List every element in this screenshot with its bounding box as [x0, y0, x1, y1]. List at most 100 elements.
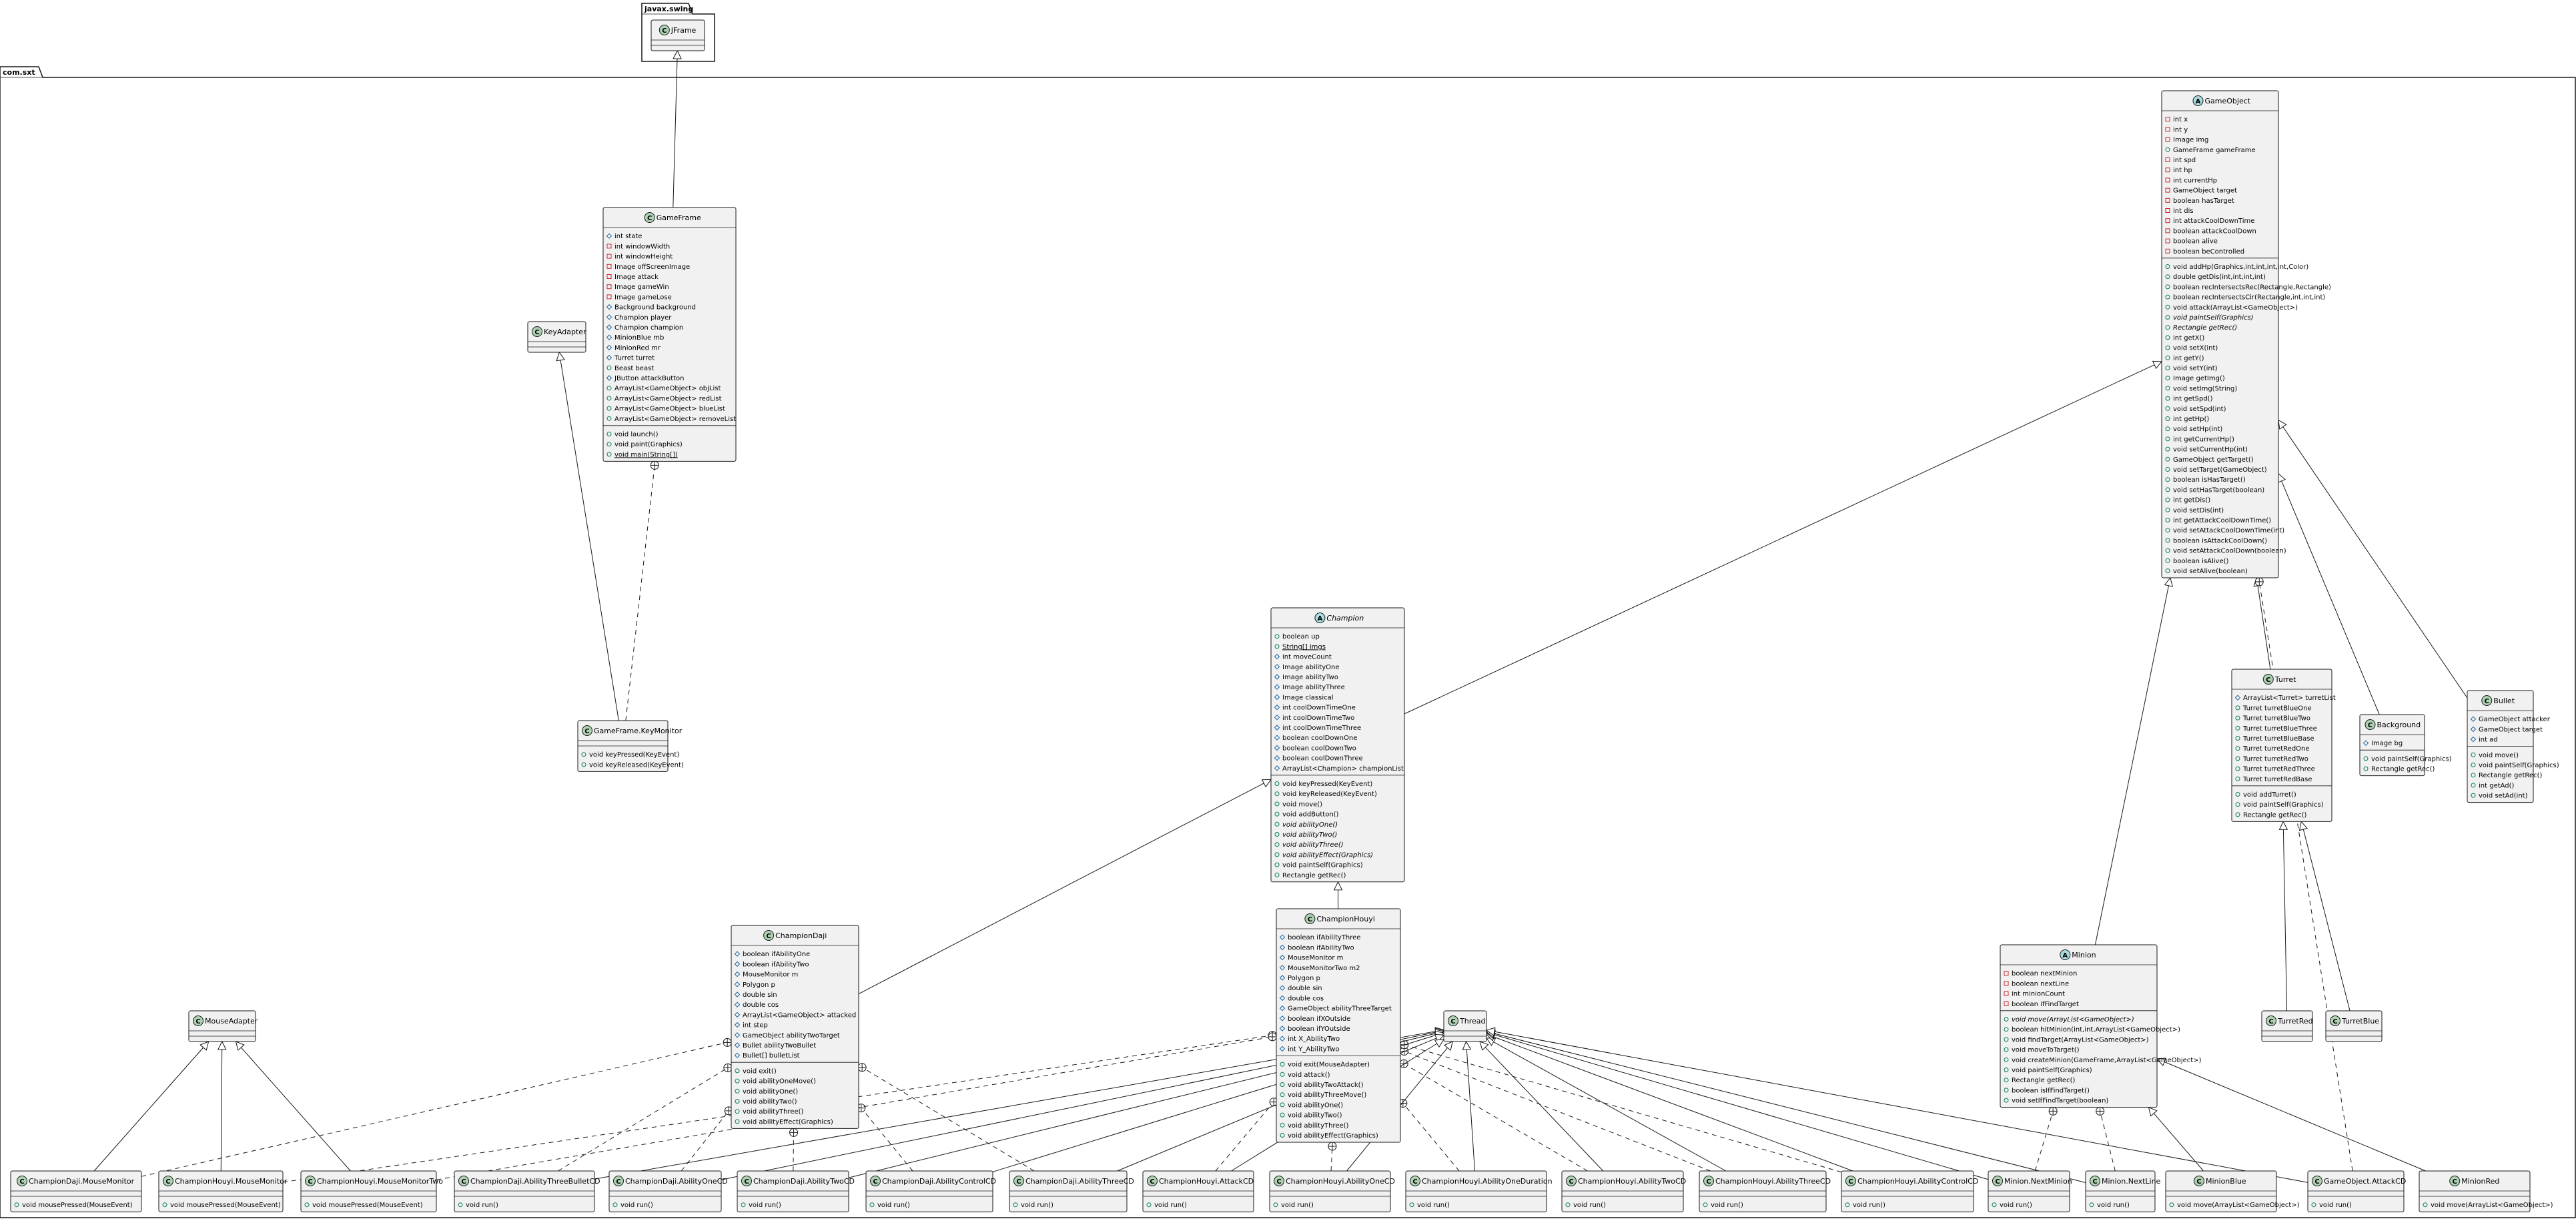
class-badge-icon: C: [613, 1176, 624, 1186]
class-member: void setAlive(boolean): [2165, 568, 2248, 575]
member-text: void run(): [749, 1202, 781, 1209]
svg-text:C: C: [1276, 1178, 1281, 1186]
member-text: boolean ifXOutside: [1288, 1015, 1350, 1023]
class-member: boolean isAlive(): [2165, 558, 2229, 565]
class-name: KeyAdapter: [544, 328, 586, 336]
inner-class-edge: [141, 1038, 732, 1177]
class-box: [527, 321, 586, 353]
inheritance-edge: [1404, 360, 2163, 715]
public-visibility-icon: [1274, 811, 1280, 817]
class-member: void run(): [458, 1202, 498, 1209]
member-text: void setIfFindTarget(boolean): [2012, 1098, 2108, 1105]
private-visibility-icon: [2165, 208, 2170, 213]
public-visibility-icon: [606, 442, 612, 447]
class-name: ChampionHouyi.MouseMonitor: [175, 1177, 288, 1186]
member-text: boolean recIntersectsCir(Rectangle,int,i…: [2173, 294, 2325, 302]
class-badge-icon: C: [1448, 1015, 1458, 1026]
class-member: Turret turretBlueOne: [2235, 705, 2312, 712]
inheritance-edge: [2278, 821, 2288, 1011]
public-visibility-icon: [2165, 147, 2170, 152]
public-visibility-icon: [2004, 1098, 2009, 1103]
private-visibility-icon: [606, 294, 612, 300]
class-member: void abilityTwo(): [1274, 831, 1337, 839]
private-visibility-icon: [2165, 127, 2170, 132]
class-member: double sin: [1279, 985, 1322, 992]
class-name: MinionBlue: [2206, 1177, 2246, 1186]
public-visibility-icon: [581, 762, 586, 767]
member-text: GameFrame gameFrame: [2173, 147, 2256, 154]
class-member: void setAttackCoolDownTime(int): [2165, 527, 2284, 534]
class-member: boolean recIntersectsRec(Rectangle,Recta…: [2165, 284, 2331, 291]
private-visibility-icon: [2165, 238, 2170, 244]
class-member: Image getImg(): [2165, 375, 2225, 382]
class-name: MouseAdapter: [205, 1017, 258, 1026]
class-badge-icon: C: [1703, 1176, 1714, 1186]
class-name: ChampionDaji.AbilityTwoCD: [753, 1177, 855, 1186]
svg-text:C: C: [1706, 1178, 1711, 1186]
public-visibility-icon: [1845, 1202, 1850, 1208]
member-text: boolean isAlive(): [2173, 558, 2229, 565]
class-member: int y: [2165, 126, 2188, 133]
private-visibility-icon: [2004, 971, 2009, 976]
class-member: void run(): [869, 1202, 910, 1209]
class-name: GameFrame: [657, 214, 701, 222]
class-member: int currentHp: [2165, 177, 2217, 184]
member-text: int coolDownTimeTwo: [1282, 715, 1354, 722]
class-member: int getSpd(): [2165, 396, 2213, 403]
nested-class-circle-plus-icon: [1268, 1032, 1277, 1042]
class-member: boolean ifAbilityOne: [734, 951, 810, 958]
public-visibility-icon: [735, 1088, 740, 1094]
member-text: void run(): [1853, 1202, 1885, 1209]
package-visibility-icon: [1279, 965, 1286, 971]
class-member: MinionBlue mb: [606, 334, 664, 342]
class-box: [1988, 1170, 2070, 1212]
inheritance-arrow-icon: [1462, 1040, 1472, 1050]
class-member: int windowWidth: [606, 243, 670, 250]
class-member: void move(ArrayList<GameObject>): [2169, 1202, 2300, 1209]
class-box: [2000, 944, 2158, 1108]
member-text: GameObject target: [2173, 187, 2237, 195]
class-badge-icon: C: [582, 725, 592, 736]
package-visibility-icon: [1279, 934, 1286, 940]
class-member: Image abilityThree: [1274, 684, 1345, 691]
member-text: void keyPressed(KeyEvent): [1282, 781, 1372, 788]
class-badge-icon: C: [1845, 1176, 1856, 1186]
class-member: void run(): [1146, 1202, 1187, 1209]
class-member: void run(): [1565, 1202, 1606, 1209]
